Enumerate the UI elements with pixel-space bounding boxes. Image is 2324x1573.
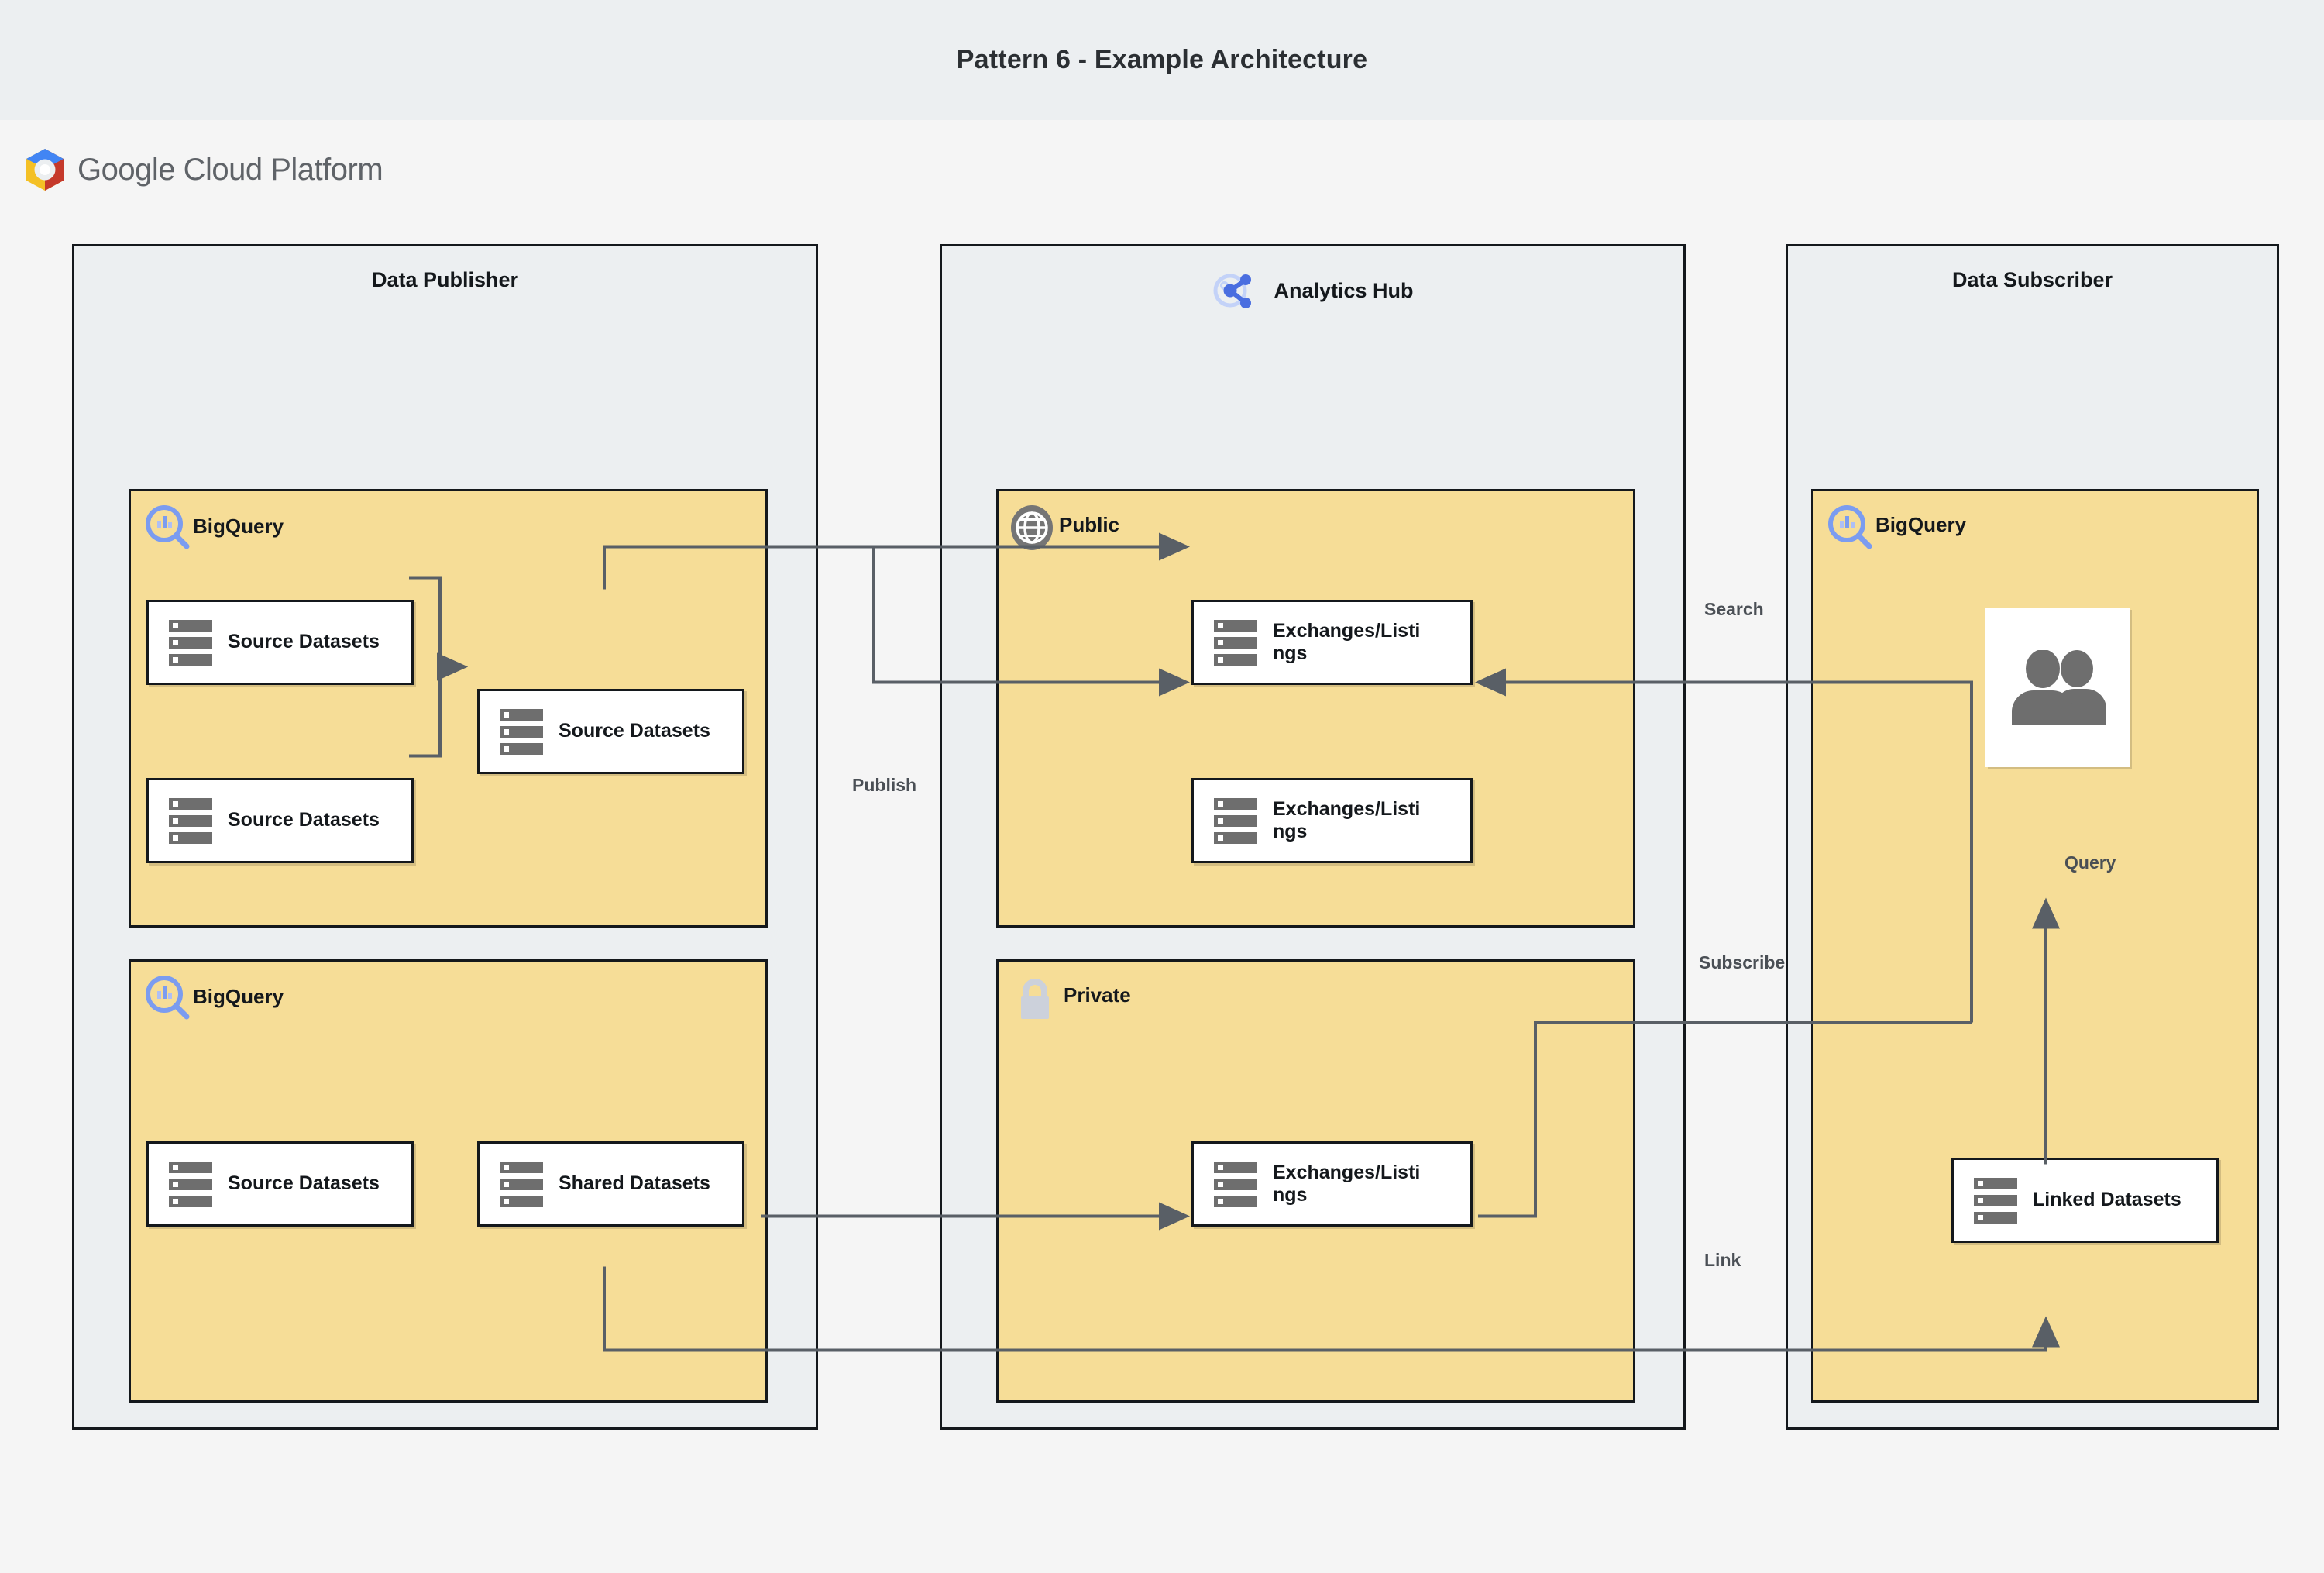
datasets-icon xyxy=(1974,1177,2017,1224)
node-sub-linked[interactable]: Linked Datasets xyxy=(1951,1158,2219,1243)
node-pub-source-3[interactable]: Source Datasets xyxy=(146,1141,414,1227)
node-label-pub-source-merged: Source Datasets xyxy=(559,720,710,742)
lock-icon xyxy=(1017,979,1053,1021)
node-pub-shared[interactable]: Shared Datasets xyxy=(477,1141,744,1227)
datasets-icon xyxy=(1214,619,1257,666)
node-pub-source-2[interactable]: Source Datasets xyxy=(146,778,414,863)
node-sub-users[interactable] xyxy=(1985,608,2130,767)
group-title-label-analytics-hub: Analytics Hub xyxy=(1274,278,1414,302)
bigquery-icon xyxy=(1826,504,1874,552)
wire-label-subscribe: Subscribe xyxy=(1699,952,1786,972)
panel-label-publisher-bigquery-top: BigQuery xyxy=(193,515,284,538)
node-label-pub-source-3: Source Datasets xyxy=(228,1172,380,1195)
node-label-pub-source-1: Source Datasets xyxy=(228,631,380,653)
group-title-data-publisher: Data Publisher xyxy=(371,268,519,291)
gcp-word-google: Google xyxy=(77,152,175,187)
bigquery-icon xyxy=(143,974,191,1022)
node-label-hub-exchange-2: Exchanges/Listings xyxy=(1273,797,1421,843)
wire-label-link: Link xyxy=(1704,1250,1741,1270)
wire-label-publish: Publish xyxy=(852,775,917,795)
bigquery-icon xyxy=(143,504,191,552)
datasets-icon xyxy=(500,708,543,755)
wire-label-query: Query xyxy=(2064,852,2116,873)
node-pub-source-merged[interactable]: Source Datasets xyxy=(477,689,744,774)
node-label-pub-shared: Shared Datasets xyxy=(559,1172,710,1195)
diagram-canvas: Pattern 6 - Example Architecture Google … xyxy=(0,0,2324,1453)
datasets-icon xyxy=(169,797,212,844)
node-pub-source-1[interactable]: Source Datasets xyxy=(146,600,414,685)
gcp-wordmark: Google Cloud Platform xyxy=(77,153,383,188)
google-cloud-platform-logo: Google Cloud Platform xyxy=(23,147,383,192)
page-title: Pattern 6 - Example Architecture xyxy=(956,45,1368,74)
group-analytics-hub[interactable]: Analytics Hub Public xyxy=(940,244,1686,1430)
panel-hub-public[interactable]: Public Exchanges/Listings Exchanges/List… xyxy=(996,489,1635,928)
group-title-data-subscriber: Data Subscriber xyxy=(1951,268,2113,291)
users-icon xyxy=(2007,649,2108,725)
panel-label-hub-public: Public xyxy=(1059,513,1120,536)
group-data-subscriber[interactable]: Data Subscriber BigQuery xyxy=(1786,244,2279,1430)
analytics-hub-icon xyxy=(1212,268,1257,313)
group-data-publisher[interactable]: Data Publisher BigQuery xyxy=(72,244,818,1430)
gcp-hexagon-icon xyxy=(23,147,67,192)
panel-publisher-bigquery-bottom[interactable]: BigQuery Source Datasets Shared Datasets xyxy=(129,959,768,1403)
node-hub-exchange-3[interactable]: Exchanges/Listings xyxy=(1191,1141,1473,1227)
panel-subscriber-bigquery[interactable]: BigQuery xyxy=(1811,489,2259,1403)
panel-label-publisher-bigquery-bottom: BigQuery xyxy=(193,985,284,1008)
datasets-icon xyxy=(500,1161,543,1207)
diagram-body: Google Cloud Platform Data Publisher Big… xyxy=(0,120,2324,1453)
panel-publisher-bigquery-top[interactable]: BigQuery Source Datasets Source Datasets xyxy=(129,489,768,928)
title-band: Pattern 6 - Example Architecture xyxy=(0,0,2324,120)
node-label-hub-exchange-3: Exchanges/Listings xyxy=(1273,1161,1421,1206)
datasets-icon xyxy=(1214,797,1257,844)
node-label-hub-exchange-1: Exchanges/Listings xyxy=(1273,619,1421,665)
gcp-word-cloud-platform: Cloud Platform xyxy=(183,152,383,187)
node-hub-exchange-1[interactable]: Exchanges/Listings xyxy=(1191,600,1473,685)
wire-label-search: Search xyxy=(1704,599,1764,619)
globe-icon xyxy=(1009,505,1054,550)
node-label-sub-linked: Linked Datasets xyxy=(2033,1189,2181,1211)
group-title-analytics-hub: Analytics Hub xyxy=(942,268,1683,318)
datasets-icon xyxy=(169,1161,212,1207)
panel-hub-private[interactable]: Private Exchanges/Listings xyxy=(996,959,1635,1403)
datasets-icon xyxy=(169,619,212,666)
node-label-pub-source-2: Source Datasets xyxy=(228,809,380,831)
panel-label-subscriber-bigquery: BigQuery xyxy=(1875,513,1967,536)
panel-label-hub-private: Private xyxy=(1064,983,1131,1007)
node-hub-exchange-2[interactable]: Exchanges/Listings xyxy=(1191,778,1473,863)
datasets-icon xyxy=(1214,1161,1257,1207)
